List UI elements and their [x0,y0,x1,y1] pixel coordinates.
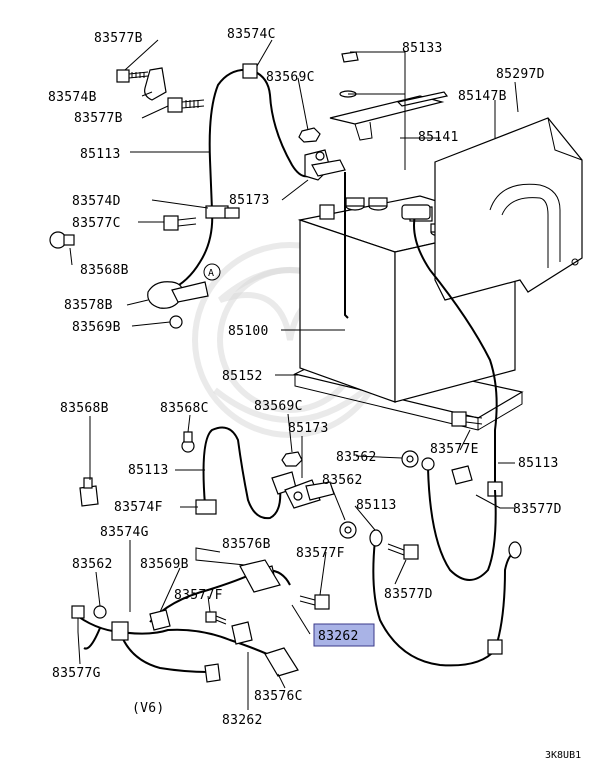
bolt-83577C [163,215,197,231]
label-85100: 85100 [228,324,269,339]
callout-A: A [208,268,214,279]
terminal-85173-top [304,149,346,181]
label-85173-bottom: 85173 [288,421,329,436]
label-83574B: 83574B [48,90,97,105]
bolt-83577F-right [299,594,330,610]
highlight-83262-box[interactable] [313,623,375,647]
label-83562-mid: 83562 [322,473,363,488]
washer-83562-right [401,450,419,468]
label-85141: 85141 [418,130,459,145]
label-85152: 85152 [222,369,263,384]
bolt-83577D-mid [387,543,419,560]
label-85113-left: 85113 [128,463,169,478]
nut-83569C-bottom [281,451,303,467]
cable-85113-lower-loop [195,426,297,520]
label-83574G: 83574G [100,525,149,540]
bolt-83577F-left [205,611,227,625]
leader-lines-top [69,39,519,376]
label-83578B: 83578B [64,298,113,313]
label-85113-right: 85113 [518,456,559,471]
label-83577D-mid: 83577D [384,587,433,602]
label-85113-mid: 85113 [356,498,397,513]
bolt-83577B-top [116,69,149,83]
terminal-85173-bottom [284,479,335,509]
label-85297D: 85297D [496,67,545,82]
label-83577F-left: 83577F [174,588,223,603]
label-83569B-top: 83569B [72,320,121,335]
label-83577F-right: 83577F [296,546,345,561]
bolt-83577B-mid [167,97,205,113]
label-83574F: 83574F [114,500,163,515]
label-83574D: 83574D [72,194,121,209]
label-85113-top: 85113 [80,147,121,162]
bolt-83577E [451,411,483,427]
label-83562-left: 83562 [72,557,113,572]
label-83577C: 83577C [72,216,121,231]
hold-rod-85141 [344,172,349,319]
washer-83562-mid [339,521,357,539]
ground-terminal-83578B [147,281,209,329]
label-83568C: 83568C [160,401,209,416]
label-83562-right: 83562 [336,450,377,465]
cable-85113-upper [169,63,309,291]
label-83577B-mid: 83577B [74,111,123,126]
clip-83574B [144,67,167,101]
label-83577D-right: 83577D [513,502,562,517]
cable-85113-right [421,457,497,581]
callout-A-circle [203,263,221,281]
label-83577B-top: 83577B [94,31,143,46]
grommet-83568B-bottom [79,477,99,507]
label-83568B-top: 83568B [80,263,129,278]
label-83569C-top: 83569C [266,70,315,85]
label-variant-v6: (V6) [132,701,165,716]
nut-83569C-top [298,127,321,143]
washer-83562-left [93,605,107,619]
figure-code: 3K8UB1 [545,750,581,761]
label-83577G: 83577G [52,666,101,681]
grommet-83568B-top [49,231,75,249]
battery-positive-cable [413,214,498,490]
label-85173-top: 85173 [229,193,270,208]
label-83576C: 83576C [254,689,303,704]
label-83577E: 83577E [430,442,479,457]
battery-cover-85147B [434,117,583,301]
cable-85113-middle [369,529,522,667]
label-83568B-bottom: 83568B [60,401,109,416]
bolt-83577G [71,605,85,632]
bracket-83576C [264,647,299,677]
bracket-83576B [239,559,281,593]
label-83576B: 83576B [222,537,271,552]
label-83262-highlight[interactable]: 83262 [318,629,359,644]
leader-lines-bottom [77,413,515,710]
label-83569B-bottom: 83569B [140,557,189,572]
label-85133: 85133 [402,41,443,56]
label-83262-bottom: 83262 [222,713,263,728]
label-85147B: 85147B [458,89,507,104]
label-83574C: 83574C [227,27,276,42]
label-83569C-bottom: 83569C [254,399,303,414]
hold-down-85133 [329,51,449,141]
grommet-83568C [181,431,195,453]
